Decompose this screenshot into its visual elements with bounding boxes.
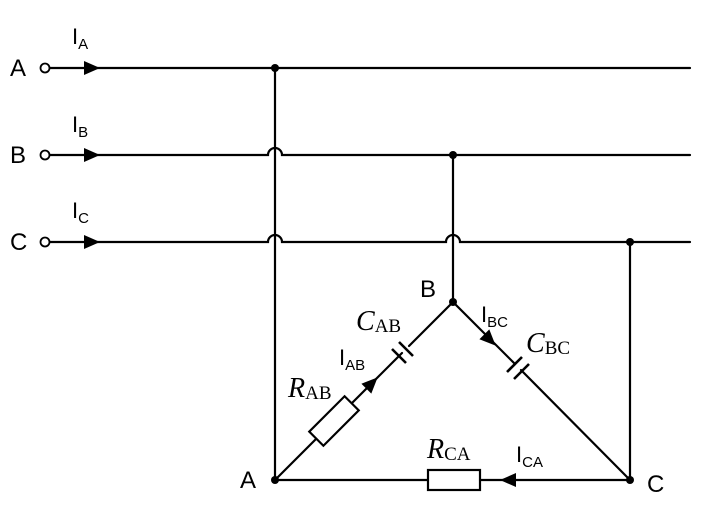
label-IBC: IBC [481,302,508,331]
current-label-IA: IA [72,24,88,53]
delta-node-A [271,476,279,484]
label-CAB: CAB [356,306,401,337]
line-label-C: C [10,229,27,256]
wire-C [48,233,692,244]
terminal-C [39,236,51,248]
current-arrow-IBC [479,329,496,346]
current-arrow-C [84,235,100,249]
delta-label-C: C [647,471,664,498]
delta-node-B [449,298,457,306]
label-RAB: RAB [287,373,332,404]
junction-C-top [626,238,634,246]
delta-label-A: A [240,467,256,494]
line-A: A IA [10,24,692,82]
branch-AB [273,300,455,482]
delta-label-B: B [420,276,436,303]
label-RCA: RCA [426,434,471,465]
line-C: C IC [10,198,692,256]
junction-B-top [449,151,457,159]
junction-A-top [271,64,279,72]
wire-B [48,146,692,157]
branch-CA [273,468,632,492]
current-arrow-A [84,61,100,75]
label-ICA: ICA [516,442,543,471]
line-label-B: B [10,142,26,169]
current-label-IC: IC [72,198,89,227]
delta-node-C [626,476,634,484]
current-label-IB: IB [72,112,88,141]
branch-BC [451,300,632,482]
capacitor-CAB [391,341,414,364]
current-arrow-B [84,148,100,162]
line-B: B IB [10,112,692,169]
current-arrow-ICA [500,473,516,487]
label-IAB: IAB [339,345,365,374]
label-CBC: CBC [526,328,570,359]
resistor-RCA [426,468,482,492]
terminal-A [39,62,51,74]
line-label-A: A [10,55,26,82]
current-arrow-IAB [361,377,378,394]
terminal-B [39,149,51,161]
